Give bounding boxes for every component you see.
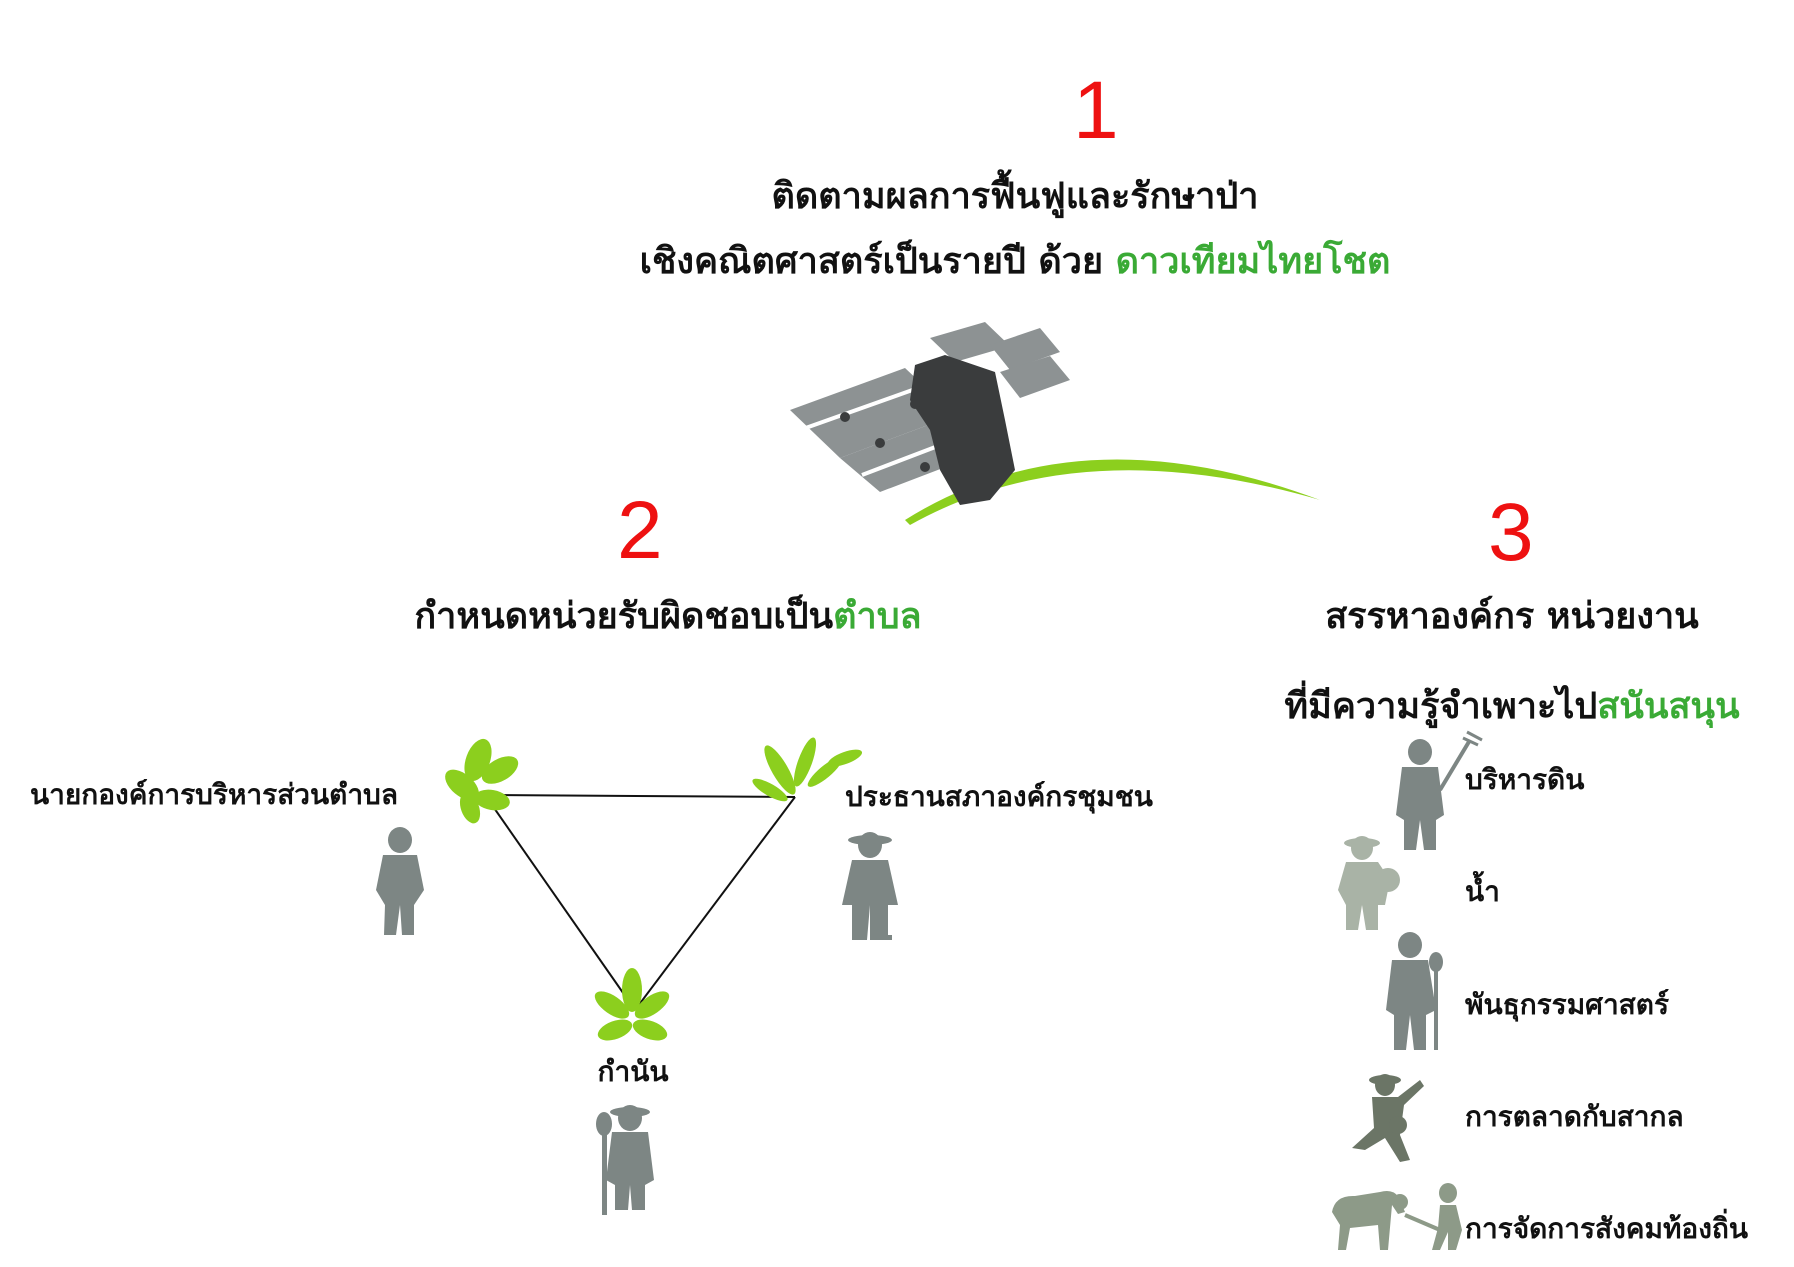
person-icon-bottom xyxy=(596,1105,654,1215)
leaf-icon-right xyxy=(752,737,863,802)
step1-heading-line1: ติดตามผลการฟื้นฟูและรักษาป่า xyxy=(771,176,1259,217)
expert-label-genetics: พันธุกรรมศาสตร์ xyxy=(1465,988,1669,1021)
expert-label-social: การจัดการสังคมท้องถิ่น xyxy=(1465,1212,1749,1245)
step-number-2: 2 xyxy=(617,485,663,576)
step2-heading-text: กำหนดหน่วยรับผิดชอบเป็น xyxy=(414,596,834,637)
step-number-3: 3 xyxy=(1488,487,1534,578)
genetics-expert-icon xyxy=(1386,932,1443,1050)
social-expert-icon xyxy=(1332,1183,1462,1250)
step3-heading-line2: ที่มีความรู้จำเพาะไปสนันสนุน xyxy=(1284,685,1739,728)
expert-label-soil: บริหารดิน xyxy=(1465,763,1585,796)
satellite-icon xyxy=(790,322,1070,505)
marketing-expert-icon xyxy=(1352,1074,1424,1162)
soil-expert-icon xyxy=(1396,730,1483,850)
step3-heading-line1: สรรหาองค์กร หน่วยงาน xyxy=(1325,596,1699,637)
step2-heading: กำหนดหน่วยรับผิดชอบเป็นตำบล xyxy=(414,595,921,638)
role-label-community-council-chair: ประธานสภาองค์กรชุมชน xyxy=(845,780,1153,813)
step1-heading-line2: เชิงคณิตศาสตร์เป็นรายปี ด้วย ดาวเทียมไทย… xyxy=(640,240,1391,283)
role-label-kamnan: กำนัน xyxy=(597,1055,669,1088)
step-number-1: 1 xyxy=(1073,65,1119,156)
leaf-icon-bottom xyxy=(594,968,670,1041)
person-icon-left xyxy=(376,827,424,935)
step3-heading-highlight: สนันสนุน xyxy=(1597,686,1740,727)
step2-heading-highlight: ตำบล xyxy=(833,596,922,637)
responsibility-triangle xyxy=(484,794,796,1011)
expert-label-marketing: การตลาดกับสากล xyxy=(1465,1100,1684,1133)
leaf-icon-left xyxy=(445,738,519,824)
step1-heading-highlight: ดาวเทียมไทยโชต xyxy=(1115,241,1391,282)
person-icon-right xyxy=(842,832,898,940)
expert-label-water: น้ำ xyxy=(1465,875,1500,908)
step3-heading-text: ที่มีความรู้จำเพาะไป xyxy=(1284,686,1598,727)
step1-heading-text: เชิงคณิตศาสตร์เป็นรายปี ด้วย xyxy=(639,241,1116,282)
role-label-sao-chief: นายกองค์การบริหารส่วนตำบล xyxy=(30,778,398,811)
water-expert-icon xyxy=(1338,836,1400,930)
